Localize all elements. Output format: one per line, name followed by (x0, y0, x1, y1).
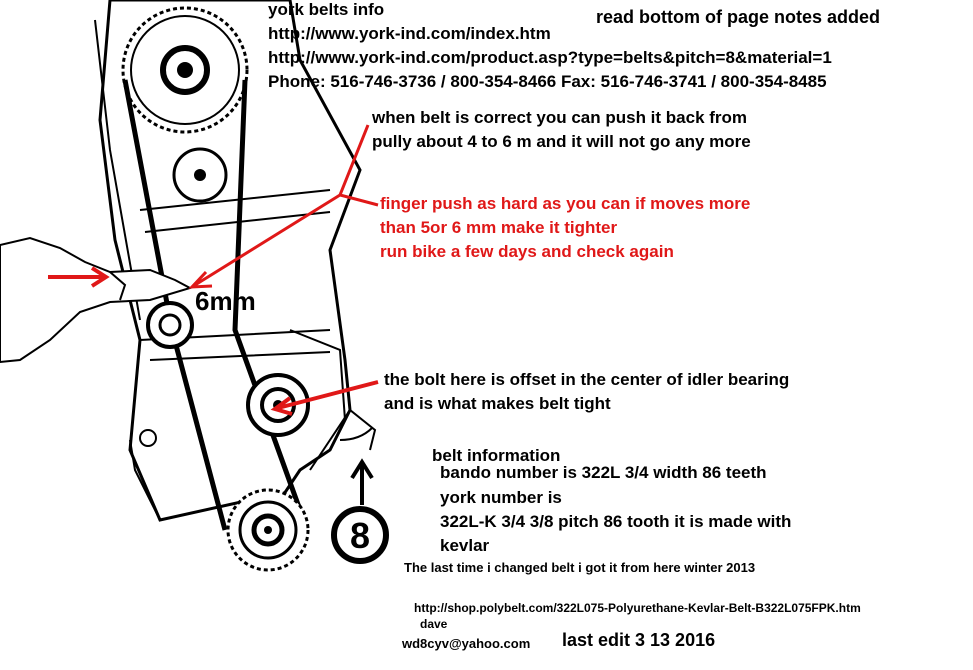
step-number: 8 (350, 515, 370, 556)
finger-note-1: finger push as hard as you can if moves … (380, 194, 751, 213)
belt-material: kevlar (440, 536, 490, 555)
push-arrow (188, 193, 341, 289)
polybelt-shop-link[interactable]: http://shop.polybelt.com/322L075-Polyure… (414, 601, 861, 615)
last-change-note: The last time i changed belt i got it fr… (404, 560, 756, 575)
belt-right-run (232, 79, 303, 511)
bolt-note-2: and is what makes belt tight (384, 394, 611, 413)
york-index-link[interactable]: http://www.york-ind.com/index.htm (268, 24, 551, 43)
page-title: york belts info (268, 0, 385, 19)
phone-fax-line: Phone: 516-746-3736 / 800-354-8466 Fax: … (268, 72, 827, 91)
finger-note-3: run bike a few days and check again (380, 242, 674, 261)
signature: dave (420, 617, 448, 631)
push-back-note-1: when belt is correct you can push it bac… (372, 108, 748, 127)
email-address[interactable]: wd8cyv@yahoo.com (402, 636, 531, 651)
finger-note-2: than 5or 6 mm make it tighter (380, 218, 618, 237)
read-bottom-notice: read bottom of page notes added (596, 7, 881, 27)
bando-number: bando number is 322L 3/4 width 86 teeth (440, 463, 767, 482)
measurement-label: 6mm (195, 286, 256, 316)
bolt-arrow (270, 380, 379, 416)
last-edit-date: last edit 3 13 2016 (562, 630, 716, 650)
step-arrow (350, 458, 374, 505)
bolt-note-1: the bolt here is offset in the center of… (384, 370, 790, 389)
york-number: 322L-K 3/4 3/8 pitch 86 tooth it is made… (440, 512, 792, 531)
york-number-label: york number is (440, 488, 562, 507)
swingarm-housing (98, 0, 362, 522)
left-mount-bolt (146, 301, 194, 349)
york-product-link[interactable]: http://www.york-ind.com/product.asp?type… (268, 48, 832, 67)
finger-arrow (48, 266, 110, 288)
bottom-pulley (226, 488, 310, 572)
push-back-note-2: pully about 4 to 6 m and it will not go … (372, 132, 751, 151)
step-marker (331, 506, 389, 564)
top-pulley (121, 6, 249, 134)
belt-info-heading: belt information (432, 446, 561, 465)
